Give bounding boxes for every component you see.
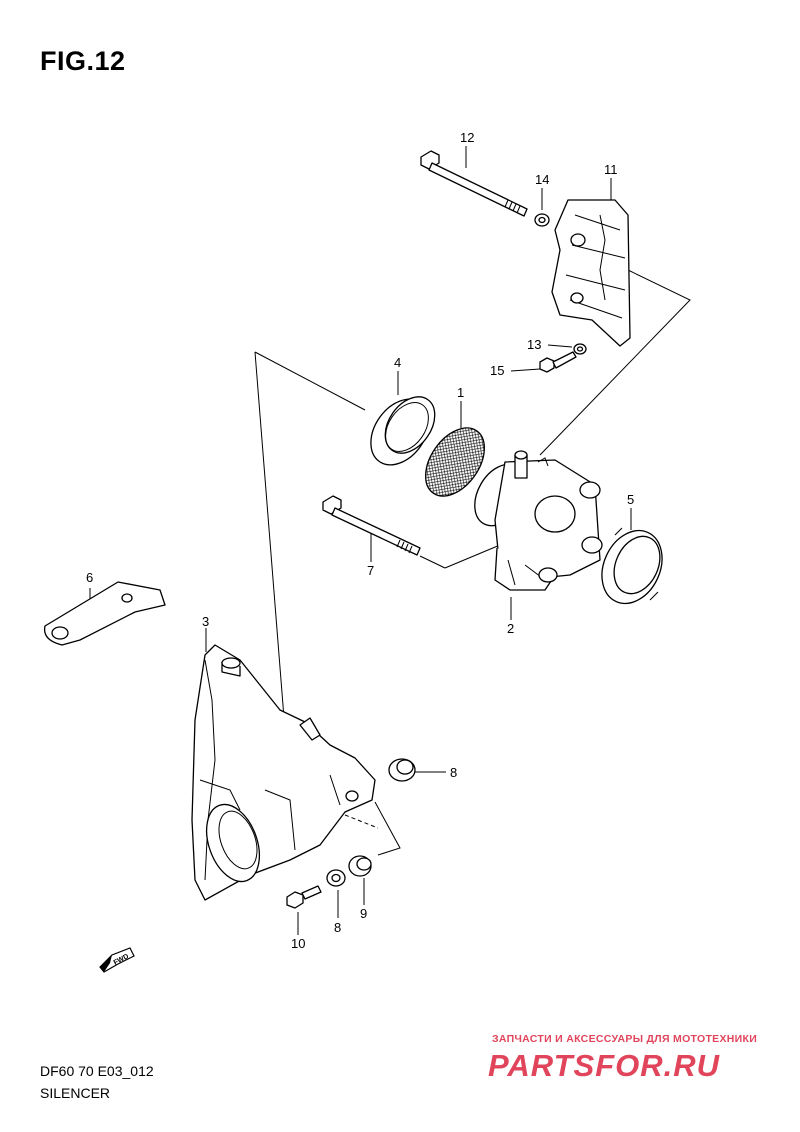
part-12-long-bolt	[420, 150, 528, 217]
callout-7: 7	[367, 563, 374, 578]
part-8-grommet-upper	[388, 758, 416, 782]
callout-2: 2	[507, 621, 514, 636]
callout-9: 9	[360, 906, 367, 921]
callout-5: 5	[627, 492, 634, 507]
part-13-washer	[573, 343, 587, 355]
part-6-plate	[43, 581, 166, 646]
callout-4: 4	[394, 355, 401, 370]
callout-8-upper: 8	[450, 765, 457, 780]
watermark-tagline: ЗАПЧАСТИ И АКСЕССУАРЫ ДЛЯ МОТОТЕХНИКИ	[492, 1033, 758, 1045]
assembly-lines	[254, 269, 691, 856]
callout-13: 13	[527, 337, 541, 352]
callout-10: 10	[291, 936, 305, 951]
callout-leaders	[89, 146, 632, 935]
part-1-mesh-screen	[424, 427, 486, 497]
part-3-silencer-case	[191, 644, 376, 901]
callout-12: 12	[460, 130, 474, 145]
part-9-grommet	[348, 855, 372, 877]
callout-14: 14	[535, 172, 549, 187]
part-2-silencer-body	[474, 450, 603, 591]
part-4-ring	[370, 396, 436, 466]
figure-title: FIG.12	[40, 46, 126, 76]
callout-3: 3	[202, 614, 209, 629]
part-5-clamp-ring	[601, 527, 663, 605]
fwd-arrow-icon: FWD	[99, 947, 135, 973]
part-10-bolt	[286, 885, 322, 909]
figure-code: DF60 70 E03_012	[40, 1063, 154, 1079]
figure-name: SILENCER	[40, 1085, 111, 1101]
part-7-bolt	[322, 495, 421, 556]
callout-11: 11	[604, 162, 618, 177]
callout-15: 15	[490, 363, 504, 378]
part-8-washer-lower	[326, 869, 346, 887]
part-11-bracket	[551, 199, 631, 347]
part-15-bolt	[539, 351, 577, 373]
callout-1: 1	[457, 385, 464, 400]
part-14-washer	[534, 213, 550, 227]
watermark-site: PARTSFOR.RU	[488, 1048, 721, 1083]
callout-labels: 12 14 11 13 15 4 1 5 7 2 6 3 8 8 9 10	[86, 130, 634, 951]
callout-8-lower: 8	[334, 920, 341, 935]
callout-6: 6	[86, 570, 93, 585]
